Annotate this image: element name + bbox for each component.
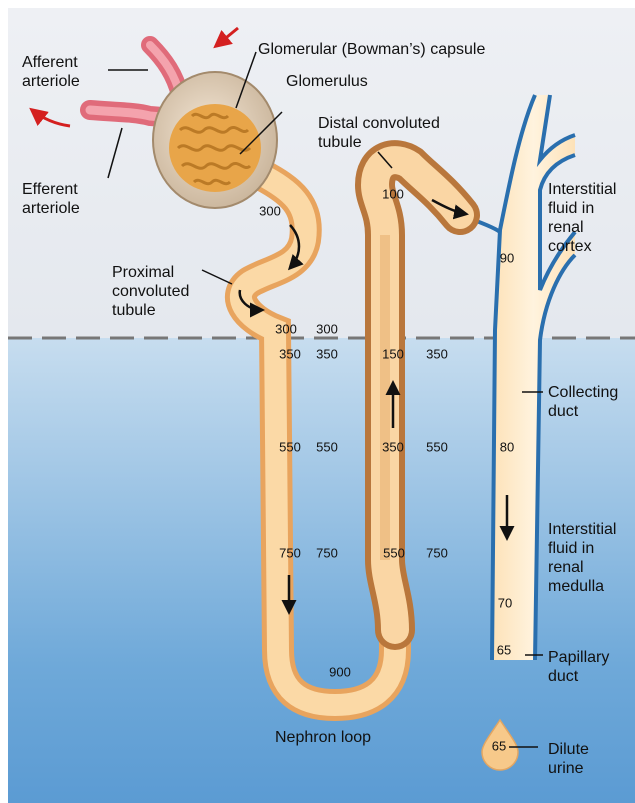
afferent-arteriole-label: Afferent arteriole [22,53,80,91]
glomerular-capsule-label: Glomerular (Bowman’s) capsule [258,40,485,59]
osmolarity-value: 300 [259,204,281,219]
osmolarity-value: 90 [500,251,514,266]
osmolarity-value: 350 [316,347,338,362]
osmolarity-value: 550 [316,440,338,455]
osmolarity-value: 350 [382,440,404,455]
inflow-arrow [216,28,238,46]
osmolarity-value: 65 [492,739,506,754]
collecting-duct-label: Collecting duct [548,383,618,421]
osmolarity-value: 750 [316,546,338,561]
glomerular-capsule-shape [153,72,277,208]
interstitial-cortex-label: Interstitial fluid in renal cortex [548,180,616,256]
interstitial-medulla-label: Interstitial fluid in renal medulla [548,520,616,596]
outflow-arrow [32,110,70,126]
distal-tubule-label: Distal convoluted tubule [318,114,440,152]
osmolarity-value: 550 [426,440,448,455]
osmolarity-value: 900 [329,665,351,680]
osmolarity-value: 70 [498,596,512,611]
papillary-duct-label: Papillary duct [548,648,609,686]
osmolarity-value: 300 [316,322,338,337]
osmolarity-value: 80 [500,440,514,455]
osmolarity-value: 350 [279,347,301,362]
osmolarity-value: 750 [279,546,301,561]
osmolarity-value: 550 [383,546,405,561]
glomerulus-label: Glomerulus [286,72,368,91]
proximal-tubule-label: Proximal convoluted tubule [112,263,189,320]
osmolarity-value: 100 [382,187,404,202]
dilute-urine-label: Dilute urine [548,740,589,778]
osmolarity-value: 350 [426,347,448,362]
osmolarity-value: 65 [497,643,511,658]
osmolarity-value: 150 [382,347,404,362]
nephron-loop-label: Nephron loop [275,728,371,747]
osmolarity-value: 300 [275,322,297,337]
efferent-arteriole-label: Efferent arteriole [22,180,80,218]
osmolarity-value: 550 [279,440,301,455]
osmolarity-value: 750 [426,546,448,561]
